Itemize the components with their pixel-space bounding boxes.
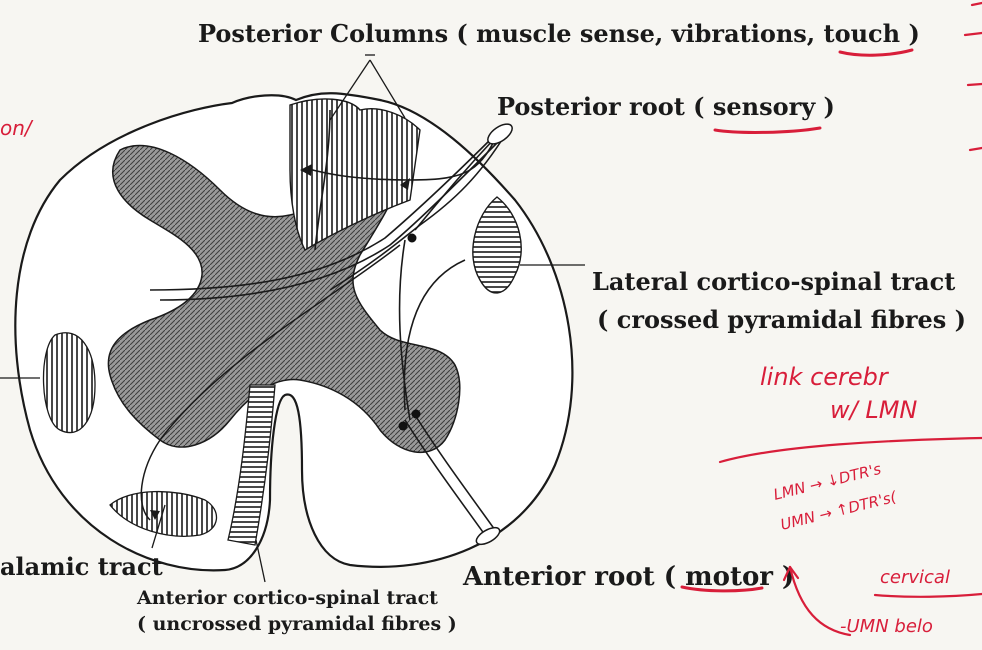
svg-text:w/ LMN: w/ LMN: [830, 396, 917, 424]
label-anterior-root: Anterior root ( motor ): [462, 562, 794, 592]
label-lateral-ct-sub: ( crossed pyramidal fibres ): [597, 305, 966, 334]
svg-text:on/: on/: [0, 116, 34, 140]
label-lateral-ct: Lateral cortico-spinal tract: [592, 267, 955, 296]
svg-text:link cerebr: link cerebr: [760, 363, 890, 391]
label-spinothalamic: alamic tract: [0, 552, 163, 581]
svg-text:cervical: cervical: [880, 567, 950, 588]
label-posterior-columns: Posterior Columns ( muscle sense, vibrat…: [198, 19, 920, 48]
svg-text:-UMN belo: -UMN belo: [840, 616, 933, 637]
spinothalamic-tract: [44, 333, 95, 433]
label-anterior-ct-sub: ( uncrossed pyramidal fibres ): [137, 613, 457, 635]
label-posterior-root: Posterior root ( sensory ): [497, 92, 835, 121]
label-anterior-ct: Anterior cortico-spinal tract: [136, 587, 438, 609]
